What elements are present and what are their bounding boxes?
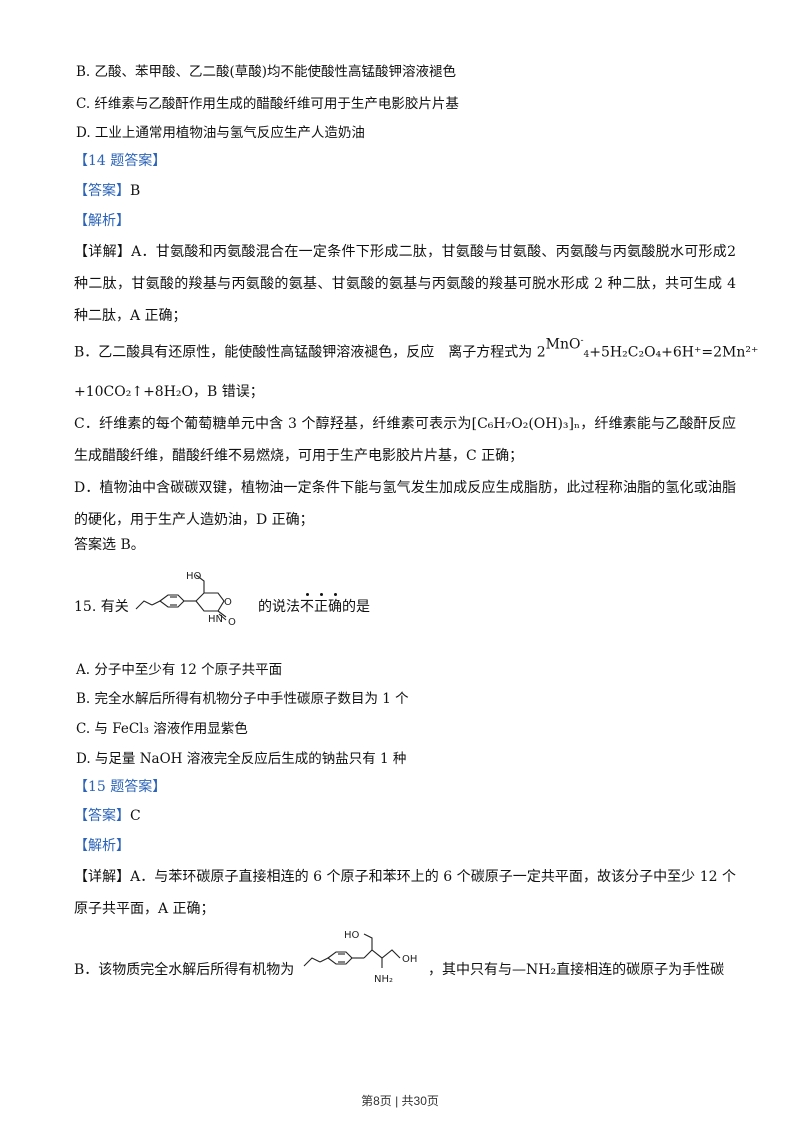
mol2-nh2-label: NH₂ [374, 974, 393, 985]
q15-analysis-a: 【详解】A．与苯环碳原子直接相连的 6 个原子和苯环上的 6 个碳原子一定共平面… [74, 869, 736, 917]
page-footer: 第8页 | 共30页 [361, 1094, 439, 1108]
stem-suffix-2: 的是 [342, 599, 370, 615]
q14-answer-line: 【答案】B [74, 181, 140, 201]
emph-char-2: 正 [314, 599, 328, 615]
ion-equation-rest: +5H₂C₂O₄+6H⁺=2Mn²⁺ [589, 344, 759, 361]
q14-option-b: B. 乙酸、苯甲酸、乙二酸(草酸)均不能使酸性高锰酸钾溶液褪色 [76, 64, 457, 80]
q15-option-d: D. 与足量 NaOH 溶液完全反应后生成的钠盐只有 1 种 [76, 751, 407, 767]
ion-symbol: MnO [545, 336, 581, 353]
permanganate-ion: MnO-4 [545, 336, 590, 360]
q15-molecule-structure: HO HN O O [135, 571, 236, 628]
analysis-b-text: B．乙二酸具有还原性，能使酸性高锰酸钾溶液褪色，反应 离子方程式为 2 [74, 344, 546, 361]
q14-analysis-b-line2: +10CO₂↑+8H₂O，B 错误； [74, 384, 264, 400]
q15-option-c: C. 与 FeCl₃ 溶液作用显紫色 [76, 721, 248, 737]
mol1-ring-o-label: O [224, 597, 232, 608]
q14-analysis-a: 【详解】A．甘氨酸和丙氨酸混合在一定条件下形成二肽，甘氨酸与甘氨酸、丙氨酸与丙氨… [74, 244, 736, 324]
q15-stem-prefix: 15. 有关 [74, 599, 129, 615]
q15-stem-suffix: 的说法不正确的是 [258, 597, 370, 617]
answer-label: 【答案】 [74, 183, 130, 199]
q14-analysis-label: 【解析】 [74, 213, 130, 229]
mol1-carbonyl-o-label: O [228, 617, 236, 628]
q15-analysis-label: 【解析】 [74, 838, 130, 854]
q14-option-c: C. 纤维素与乙酸酐作用生成的醋酸纤维可用于生产电影胶片片基 [76, 96, 459, 112]
answer-label: 【答案】 [74, 808, 130, 824]
q15-answer-header: 【15 题答案】 [74, 779, 167, 795]
mol1-ho-label: HO [186, 571, 202, 582]
q15-option-b: B. 完全水解后所得有机物分子中手性碳原子数目为 1 个 [76, 691, 409, 707]
q14-analysis-d: D．植物油中含碳碳双键，植物油一定条件下能与氢气发生加成反应生成脂肪，此过程称油… [74, 480, 736, 528]
mol1-nh-label: HN [208, 614, 223, 625]
q14-option-d: D. 工业上通常用植物油与氢气反应生产人造奶油 [76, 125, 365, 141]
q15-hydrolysis-product-structure: HO OH NH₂ [303, 930, 417, 985]
answer-value: C [130, 808, 141, 824]
q15-analysis-b-suffix: ，其中只有与—NH₂直接相连的碳原子为手性碳 [428, 962, 725, 978]
q15-analysis-b-prefix: B．该物质完全水解后所得有机物为 [74, 962, 295, 978]
stem-suffix-1: 的说法 [258, 599, 300, 615]
q14-analysis-b-line1: B．乙二酸具有还原性，能使酸性高锰酸钾溶液褪色，反应 离子方程式为 2MnO-4… [74, 336, 759, 365]
q14-conclusion: 答案选 B。 [74, 537, 145, 553]
emph-char-1: 不 [300, 599, 314, 615]
answer-value: B [130, 183, 141, 199]
q14-answer-header: 【14 题答案】 [74, 153, 167, 169]
mol2-ho-label: HO [344, 930, 360, 941]
q15-option-a: A. 分子中至少有 12 个原子共平面 [76, 662, 283, 678]
q15-answer-line: 【答案】C [74, 806, 141, 826]
emph-char-3: 确 [328, 599, 342, 615]
q14-analysis-c: C．纤维素的每个葡萄糖单元中含 3 个醇羟基，纤维素可表示为[C₆H₇O₂(OH… [74, 416, 736, 464]
mol2-oh-label: OH [402, 954, 417, 965]
